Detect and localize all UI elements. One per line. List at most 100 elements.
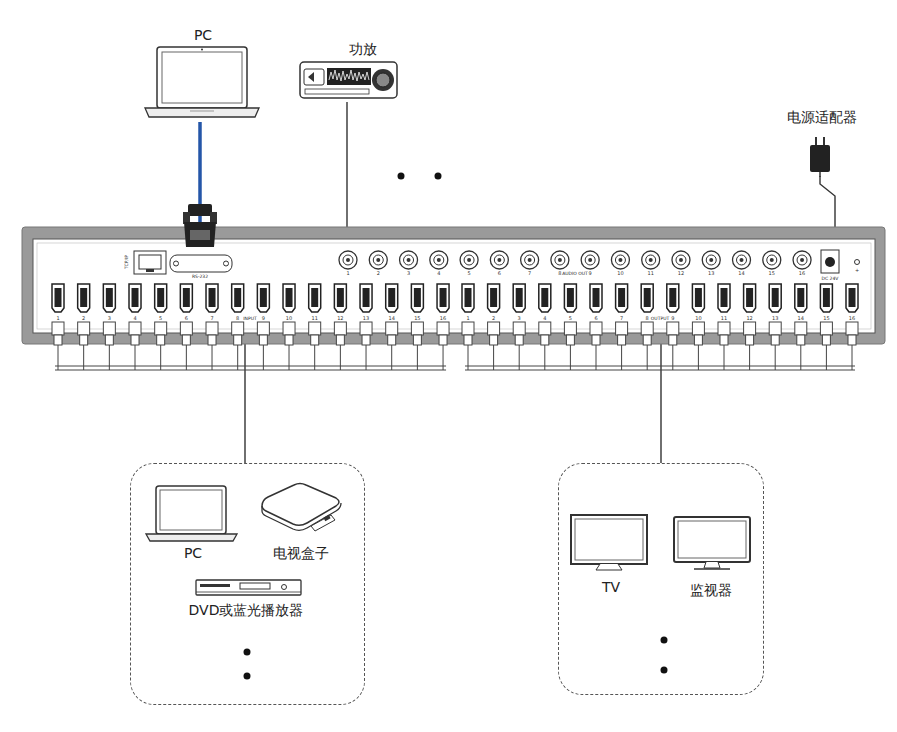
hdmi-plug <box>257 322 269 370</box>
port-number: 11 <box>648 271 654 276</box>
hdmi-port <box>78 284 90 312</box>
panel-label: AUDIO OUT <box>562 272 588 277</box>
hdmi-port <box>667 284 679 312</box>
port-number: 3 <box>108 316 111 321</box>
port-number: 13 <box>363 316 369 321</box>
dvd-player-icon <box>196 580 301 595</box>
hdmi-port <box>820 284 832 312</box>
port-number: 13 <box>708 271 714 276</box>
port-number: 12 <box>678 271 684 276</box>
port-number: 8 <box>646 316 649 321</box>
port-number: 8 <box>558 271 561 276</box>
audio-jack <box>611 251 629 269</box>
hdmi-plug <box>513 322 525 370</box>
laptop-node: PC <box>140 24 264 122</box>
hdmi-port <box>513 284 525 312</box>
audio-jack <box>430 251 448 269</box>
audio-jack <box>460 251 478 269</box>
hdmi-port <box>180 284 192 312</box>
hdmi-port <box>641 284 653 312</box>
port-number: 16 <box>799 271 805 276</box>
hdmi-port <box>334 284 346 312</box>
audio-jack <box>733 251 751 269</box>
hdmi-plug <box>309 322 321 370</box>
hdmi-plug <box>769 322 781 370</box>
hdmi-port <box>386 284 398 312</box>
source-device: 电视盒子 <box>253 482 349 566</box>
hdmi-port <box>52 284 64 312</box>
hdmi-plug <box>103 322 115 370</box>
hdmi-port <box>232 284 244 312</box>
port-number: 10 <box>617 271 623 276</box>
port-number: 4 <box>437 271 440 276</box>
matrix-panel-node: TCP/IP RS-232 AUDIO OUT INPUT OUTPUT DC 24V <box>22 227 885 344</box>
display-device: TV <box>566 509 656 601</box>
hdmi-plug <box>78 322 90 370</box>
tv-box-icon <box>262 484 341 532</box>
hdmi-port <box>411 284 423 312</box>
hdmi-plug <box>641 322 653 370</box>
matrix-panel <box>22 227 885 344</box>
panel-label: RS-232 <box>192 275 208 280</box>
hdmi-port <box>462 284 474 312</box>
device-label: DVD或蓝光播放器 <box>189 603 304 618</box>
port-number: 16 <box>440 316 446 321</box>
hdmi-plug <box>667 322 679 370</box>
port-number: 8 <box>236 316 239 321</box>
hdmi-plug <box>744 322 756 370</box>
source-device: PC <box>146 482 242 566</box>
polarity-mark: + <box>855 268 859 273</box>
port-number: 6 <box>185 316 188 321</box>
hdmi-plug <box>462 322 474 370</box>
hdmi-plug <box>564 322 576 370</box>
device-label: 功放 <box>349 42 377 57</box>
hdmi-port <box>155 284 167 312</box>
panel-label: OUTPUT <box>651 317 669 322</box>
hdmi-plug <box>692 322 704 370</box>
device-label: PC <box>194 28 212 43</box>
audio-jack <box>672 251 690 269</box>
audio-jack <box>400 251 418 269</box>
laptop-icon <box>145 47 259 117</box>
audio-jack <box>521 251 539 269</box>
port-number: 15 <box>769 271 775 276</box>
hdmi-plug <box>411 322 423 370</box>
hdmi-port <box>616 284 628 312</box>
hdmi-port <box>539 284 551 312</box>
db9-plug <box>183 204 217 247</box>
hdmi-plug <box>52 322 64 370</box>
hdmi-port <box>309 284 321 312</box>
hdmi-port <box>564 284 576 312</box>
port-number: 15 <box>823 316 829 321</box>
hdmi-plug <box>718 322 730 370</box>
panel-label: TCP/IP <box>125 255 130 269</box>
hdmi-plug <box>180 322 192 370</box>
monitor-icon <box>674 517 750 569</box>
signal-cable <box>346 102 347 227</box>
hdmi-port <box>129 284 141 312</box>
port-number: 14 <box>389 316 395 321</box>
port-number: 6 <box>498 271 501 276</box>
port-number: 11 <box>721 316 727 321</box>
panel-label: INPUT <box>243 317 256 322</box>
port-number: 1 <box>56 316 59 321</box>
hdmi-port <box>206 284 218 312</box>
signal-cable <box>660 344 661 463</box>
audio-jack <box>793 251 811 269</box>
port-number: 13 <box>772 316 778 321</box>
hdmi-port <box>283 284 295 312</box>
hdmi-plug <box>437 322 449 370</box>
port-number: 2 <box>492 316 495 321</box>
display-group: TV监视器 <box>558 463 764 695</box>
hdmi-plug <box>820 322 832 370</box>
power-adapter-node: 电源适配器 <box>772 106 872 176</box>
hdmi-plug <box>334 322 346 370</box>
amplifier-icon <box>300 62 397 253</box>
port-number: 2 <box>377 271 380 276</box>
port-number: 10 <box>286 316 292 321</box>
audio-jack <box>339 251 357 269</box>
port-number: 1 <box>346 271 349 276</box>
device-label: PC <box>184 546 202 561</box>
hdmi-port <box>360 284 372 312</box>
panel-label: DC 24V <box>822 277 839 282</box>
